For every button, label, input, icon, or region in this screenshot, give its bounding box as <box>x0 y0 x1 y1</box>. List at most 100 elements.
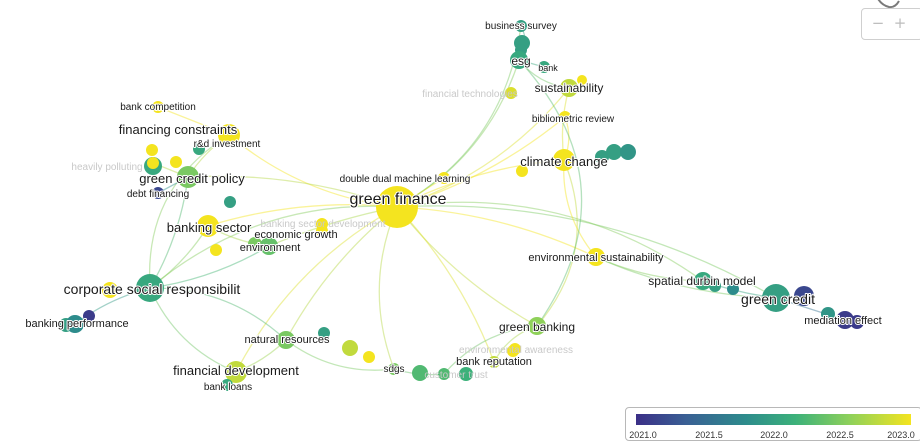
node-esg-bubble[interactable] <box>510 51 528 69</box>
node-green-banking-bubble[interactable] <box>528 317 546 335</box>
node-business-survey-label: business survey <box>485 21 557 32</box>
node-corporate-social-responsibility-label: corporate social responsibilit <box>64 281 241 297</box>
node-bibliometric-review-bubble[interactable] <box>559 111 571 123</box>
link-edge <box>396 59 520 208</box>
link-edge <box>396 116 566 208</box>
zoom-controls: − + <box>861 8 920 40</box>
node-economic-growth-bubble[interactable] <box>316 225 328 237</box>
node-financial-development-bubble[interactable] <box>225 361 247 383</box>
cluster-node-bubble[interactable] <box>102 282 118 298</box>
node-bank-reputation-label: bank reputation <box>456 356 532 368</box>
link-edge <box>396 201 704 282</box>
node-financial-technologies-label: financial technologies <box>422 89 518 100</box>
zoom-out-icon[interactable]: − <box>871 14 885 32</box>
labels-layer: green finance corporate social responsibi… <box>24 20 882 394</box>
cluster-node-bubble[interactable] <box>248 237 262 251</box>
node-corporate-social-responsibility-bubble[interactable] <box>136 274 164 302</box>
zoom-widget-edge-icon <box>877 0 900 9</box>
link-edge <box>149 245 270 289</box>
node-bank-reputation-bubble[interactable] <box>488 356 500 368</box>
cluster-node-bubble[interactable] <box>620 144 636 160</box>
link-edge <box>378 206 398 370</box>
node-debt-financing-bubble[interactable] <box>152 187 164 199</box>
legend-tick: 2022.0 <box>760 430 788 440</box>
cluster-node-bubble[interactable] <box>516 165 528 177</box>
cluster-node-bubble[interactable] <box>794 286 814 306</box>
node-natural-resources-bubble[interactable] <box>277 331 295 349</box>
legend-tick: 2022.5 <box>826 430 854 440</box>
cluster-node-bubble[interactable] <box>210 244 222 256</box>
node-banking-sector-development-label: banking sector development <box>260 219 385 230</box>
node-sdgs-bubble[interactable] <box>388 363 400 375</box>
node-banking-performance-bubble[interactable] <box>66 315 84 333</box>
node-bank-competition-bubble[interactable] <box>152 101 164 113</box>
cluster-node-bubble[interactable] <box>709 280 721 292</box>
cluster-node-bubble[interactable] <box>727 283 739 295</box>
node-bibliometric-review-label: bibliometric review <box>532 114 615 125</box>
node-customer-trust-bubble[interactable] <box>438 368 450 380</box>
cluster-node-bubble[interactable] <box>83 310 95 322</box>
link-edge <box>228 134 398 208</box>
cluster-node-bubble[interactable] <box>224 196 236 208</box>
link-edge <box>443 325 538 375</box>
node-environmental-awareness-bubble[interactable] <box>507 345 519 357</box>
link-edge <box>595 256 704 282</box>
node-economic-growth-label: economic growth <box>254 229 337 241</box>
cluster-node-bubble[interactable] <box>170 156 182 168</box>
cluster-node-bubble[interactable] <box>606 144 622 160</box>
node-environmental-sustainability-bubble[interactable] <box>587 248 605 266</box>
node-banking-performance-label: banking performance <box>25 318 128 330</box>
node-business-survey-bubble[interactable] <box>515 20 527 32</box>
node-green-finance-bubble[interactable] <box>376 186 418 228</box>
node-rd-investment-label: r&d investment <box>194 139 261 150</box>
node-environment-bubble[interactable] <box>260 237 278 255</box>
node-esg-label: esg <box>511 54 530 68</box>
node-heavily-polluting-label: heavily polluting <box>71 162 142 173</box>
cluster-node-bubble[interactable] <box>318 327 330 339</box>
node-green-credit-label: green credit <box>741 291 815 307</box>
cluster-node-bubble[interactable] <box>595 150 609 164</box>
edges-layer <box>74 25 846 386</box>
cluster-node-bubble[interactable] <box>412 365 428 381</box>
link-edge <box>396 206 538 327</box>
link-edge <box>396 206 495 363</box>
link-edge <box>396 205 777 299</box>
zoom-in-icon[interactable]: + <box>893 14 907 32</box>
node-green-credit-bubble[interactable] <box>762 284 790 312</box>
link-edge <box>518 59 583 327</box>
node-green-credit-policy-bubble[interactable] <box>177 166 199 188</box>
link-edge <box>149 205 398 289</box>
node-financial-technologies-bubble[interactable] <box>505 87 517 99</box>
node-bank-loans-bubble[interactable] <box>221 379 233 391</box>
cluster-node-bubble[interactable] <box>342 340 358 356</box>
cluster-node-bubble[interactable] <box>459 367 473 381</box>
link-edge <box>187 175 398 208</box>
cluster-node-bubble[interactable] <box>363 351 375 363</box>
cluster-node-bubble[interactable] <box>577 75 587 85</box>
node-sustainability-bubble[interactable] <box>560 79 578 97</box>
node-customer-trust-label: customer trust <box>424 370 488 381</box>
legend-tick: 2021.0 <box>629 430 657 440</box>
legend-tick: 2023.0 <box>887 430 915 440</box>
node-bank-bubble[interactable] <box>538 61 550 73</box>
cluster-node-bubble[interactable] <box>146 144 158 156</box>
node-heavily-polluting-bubble[interactable] <box>147 157 159 169</box>
node-double-dual-machine-learning-bubble[interactable] <box>438 172 450 184</box>
link-edge <box>235 206 398 373</box>
node-green-finance-label: green finance <box>350 191 447 208</box>
node-sustainability-label: sustainability <box>535 81 604 95</box>
node-banking-sector-bubble[interactable] <box>197 215 219 237</box>
node-spatial-durbin-model-bubble[interactable] <box>694 272 712 290</box>
node-sdgs-label: sdgs <box>383 364 404 375</box>
node-environmental-sustainability-label: environmental sustainability <box>528 252 664 264</box>
cluster-node-bubble[interactable] <box>821 307 835 321</box>
node-mediation-effect-bubble[interactable] <box>836 311 854 329</box>
node-climate-change-label: climate change <box>520 154 607 169</box>
link-edge <box>536 159 578 327</box>
node-debt-financing-label: debt financing <box>127 189 189 200</box>
node-climate-change-bubble[interactable] <box>553 149 575 171</box>
node-green-credit-policy-label: green credit policy <box>139 171 245 186</box>
node-rd-investment-bubble[interactable] <box>193 143 205 155</box>
node-financing-constraints-bubble[interactable] <box>218 124 240 146</box>
